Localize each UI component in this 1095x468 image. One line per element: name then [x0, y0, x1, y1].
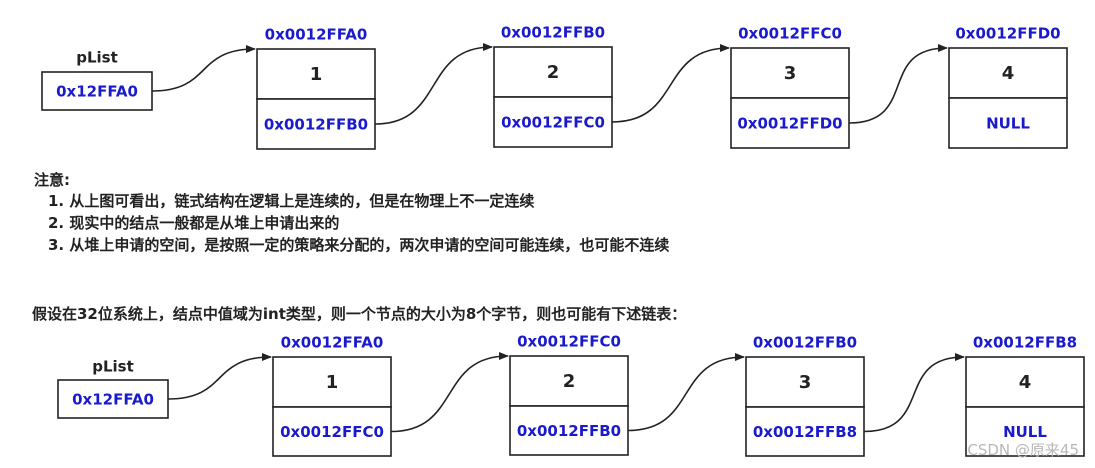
node-next-value: 0x0012FFD0 — [737, 115, 842, 133]
notes-title: 注意: — [34, 171, 70, 189]
node-data-value: 1 — [326, 372, 339, 393]
node-next-cell — [272, 406, 392, 457]
list-node: 0x0012FFB0 2 0x0012FFC0 — [493, 24, 613, 148]
node-data-value: 4 — [1002, 63, 1015, 84]
plist-value: 0x12FFA0 — [56, 83, 138, 101]
node-data-cell — [730, 47, 850, 99]
pointer-arrow — [151, 45, 256, 92]
node-data-cell — [493, 46, 613, 98]
node-data-cell — [509, 355, 629, 407]
next-pointer-arrow — [848, 44, 948, 124]
next-pointer-arrow — [390, 352, 509, 433]
node-data-cell — [256, 48, 376, 100]
plist-value: 0x12FFA0 — [72, 391, 154, 409]
next-pointer-arrow — [627, 353, 745, 432]
node-data-value: 4 — [1019, 372, 1032, 393]
node-next-cell — [493, 96, 613, 148]
node-next-value: 0x0012FFB0 — [517, 422, 621, 440]
list-node: 0x0012FFC0 2 0x0012FFB0 — [509, 333, 629, 456]
linked-list-diagram-2: pList0x12FFA00x0012FFA010x0012FFC00x0012… — [57, 333, 1085, 457]
note-item-3: 3. 从堆上申请的空间，是按照一定的策略来分配的，两次申请的空间可能连续，也可能… — [48, 236, 670, 254]
node-address: 0x0012FFA0 — [265, 26, 368, 44]
node-data-value: 3 — [799, 372, 812, 393]
list-node: 0x0012FFC0 3 0x0012FFD0 — [730, 25, 850, 149]
plist-label: pList — [92, 358, 134, 376]
assumption-text: 假设在32位系统上，结点中值域为int类型，则一个节点的大小为8个字节，则也可能… — [32, 305, 687, 323]
node-next-value: NULL — [1003, 423, 1047, 441]
node-next-cell — [745, 406, 865, 457]
node-address: 0x0012FFC0 — [517, 333, 621, 351]
note-item-1: 1. 从上图可看出，链式结构在逻辑上是连续的，但是在物理上不一定连续 — [48, 192, 535, 210]
linked-list-diagram-1: pList0x12FFA00x0012FFA010x0012FFB00x0012… — [41, 24, 1068, 150]
pointer-arrow — [167, 353, 272, 400]
node-data-value: 2 — [563, 371, 576, 392]
node-data-value: 3 — [784, 63, 797, 84]
node-next-value: NULL — [986, 115, 1030, 133]
node-address: 0x0012FFD0 — [955, 25, 1060, 43]
list-node: 0x0012FFA0 1 0x0012FFC0 — [272, 334, 392, 457]
node-next-cell — [948, 97, 1068, 149]
node-next-value: 0x0012FFC0 — [280, 423, 384, 441]
node-address: 0x0012FFA0 — [281, 334, 384, 352]
node-next-value: 0x0012FFC0 — [501, 114, 605, 132]
node-data-value: 2 — [547, 62, 560, 83]
node-next-value: 0x0012FFB0 — [264, 116, 368, 134]
plist-label: pList — [76, 49, 118, 67]
list-node: 0x0012FFA0 1 0x0012FFB0 — [256, 26, 376, 150]
node-address: 0x0012FFB8 — [973, 334, 1077, 352]
node-data-cell — [948, 47, 1068, 99]
node-data-cell — [965, 356, 1085, 408]
node-address: 0x0012FFB0 — [753, 334, 857, 352]
node-address: 0x0012FFC0 — [738, 25, 842, 43]
node-next-cell — [965, 406, 1085, 457]
plist-pointer: pList 0x12FFA0 — [57, 358, 169, 419]
watermark: CSDN @原来45 — [967, 441, 1079, 459]
node-next-value: 0x0012FFB8 — [753, 423, 857, 441]
node-data-value: 1 — [310, 64, 323, 85]
node-next-cell — [509, 405, 629, 456]
list-node: 0x0012FFB0 3 0x0012FFB8 — [745, 334, 865, 457]
next-pointer-arrow — [374, 43, 493, 125]
node-data-cell — [745, 356, 865, 408]
note-item-2: 2. 现实中的结点一般都是从堆上申请出来的 — [48, 214, 340, 232]
next-pointer-arrow — [611, 44, 730, 123]
plist-box — [57, 379, 169, 419]
next-pointer-arrow — [863, 353, 965, 433]
node-address: 0x0012FFB0 — [501, 24, 605, 42]
node-data-cell — [272, 356, 392, 408]
plist-pointer: pList 0x12FFA0 — [41, 49, 153, 111]
